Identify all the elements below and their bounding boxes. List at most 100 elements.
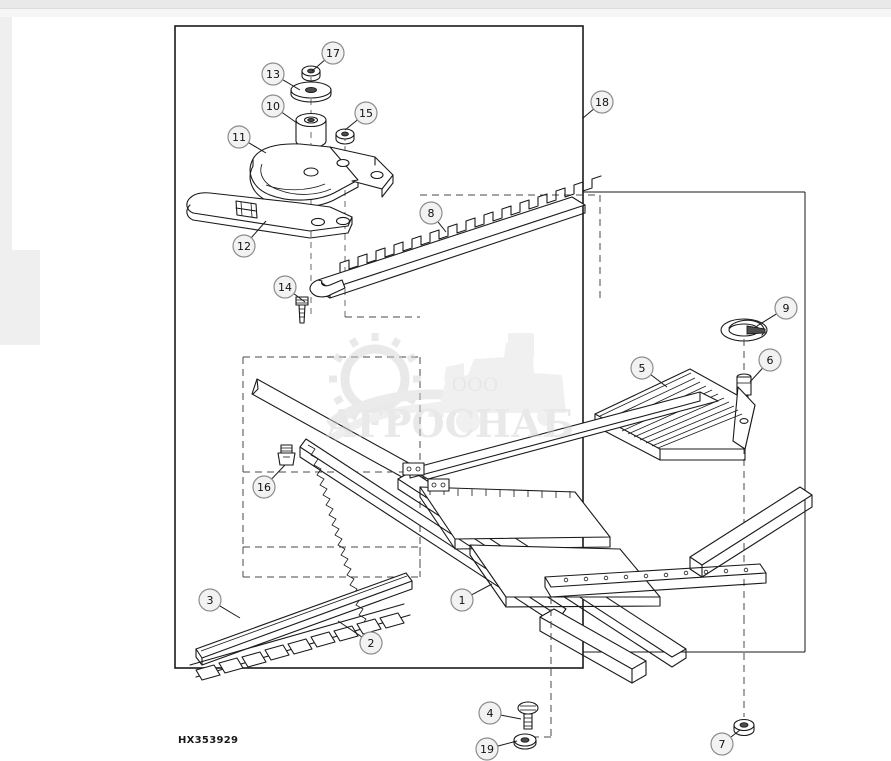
callout-4: 4 xyxy=(478,701,522,725)
window-top-band-secondary xyxy=(0,9,891,17)
part-2-knife-section-bar xyxy=(189,603,411,681)
part-4-bolt xyxy=(517,701,539,730)
left-gray-rail-lower xyxy=(0,250,40,345)
callout-number-11: 11 xyxy=(232,131,246,144)
bottom-hardware-4-19 xyxy=(513,701,539,750)
callout-2: 2 xyxy=(337,620,383,655)
callout-balloon-16 xyxy=(252,475,276,499)
callout-leader-14 xyxy=(293,293,306,303)
callout-balloon-7 xyxy=(710,732,734,756)
callout-number-18: 18 xyxy=(595,96,609,109)
exploded-parts-drawing: .ln { fill:none; stroke:#1a1a1a; stroke-… xyxy=(174,25,813,761)
callout-balloon-10 xyxy=(261,94,285,118)
callout-number-17: 17 xyxy=(326,47,340,60)
callout-number-4: 4 xyxy=(487,707,494,720)
callout-3: 3 xyxy=(198,588,241,619)
callout-balloon-3 xyxy=(198,588,222,612)
window-top-band xyxy=(0,0,891,9)
callout-leader-17 xyxy=(311,59,325,72)
callout-number-12: 12 xyxy=(237,240,251,253)
callout-number-10: 10 xyxy=(266,100,280,113)
part-9-lock-ring xyxy=(720,318,768,342)
callout-balloon-6 xyxy=(758,348,782,372)
callout-number-2: 2 xyxy=(368,637,375,650)
callout-balloon-2 xyxy=(359,631,383,655)
callout-1: 1 xyxy=(450,583,493,612)
callout-leader-6 xyxy=(749,367,763,383)
callout-16: 16 xyxy=(252,464,286,499)
callout-leader-8 xyxy=(437,221,447,233)
callout-leader-5 xyxy=(650,374,668,388)
callout-balloon-18 xyxy=(590,90,614,114)
callout-balloon-14 xyxy=(273,275,297,299)
callout-number-8: 8 xyxy=(428,207,435,220)
callout-13: 13 xyxy=(261,62,301,91)
part-11-pitman-head xyxy=(249,143,394,208)
diagram-canvas: .ln { fill:none; stroke:#1a1a1a; stroke-… xyxy=(0,17,891,761)
callout-19: 19 xyxy=(475,737,518,761)
callout-leader-9 xyxy=(756,313,777,327)
callout-balloon-12 xyxy=(232,234,256,258)
callout-leader-3 xyxy=(219,605,241,619)
part-14-bolt xyxy=(295,296,309,324)
callout-leader-10 xyxy=(281,111,298,124)
knife-sections xyxy=(195,612,405,681)
callout-number-13: 13 xyxy=(266,68,280,81)
left-gray-rail xyxy=(0,17,12,267)
callout-17: 17 xyxy=(311,41,345,72)
callout-leader-2 xyxy=(337,620,363,638)
callout-number-16: 16 xyxy=(257,481,271,494)
callout-balloon-8 xyxy=(419,201,443,225)
callout-6: 6 xyxy=(749,348,782,383)
callout-number-14: 14 xyxy=(278,281,292,294)
callout-number-5: 5 xyxy=(639,362,646,375)
callout-balloon-4 xyxy=(478,701,502,725)
callout-number-9: 9 xyxy=(783,302,790,315)
callout-leader-4 xyxy=(500,714,522,720)
callout-balloon-5 xyxy=(630,356,654,380)
part-1-cutterbar-platform xyxy=(242,356,813,738)
part-15-nut xyxy=(335,128,355,145)
callout-12: 12 xyxy=(232,220,267,258)
callout-5: 5 xyxy=(630,356,668,388)
diagram-frame-main xyxy=(174,25,584,669)
callout-14: 14 xyxy=(273,275,306,303)
callout-leader-7 xyxy=(730,729,741,738)
callout-balloon-11 xyxy=(227,125,251,149)
callout-number-19: 19 xyxy=(480,743,494,756)
callout-9: 9 xyxy=(756,296,798,327)
callout-leader-18 xyxy=(582,108,594,119)
callout-number-6: 6 xyxy=(767,354,774,367)
callout-balloon-13 xyxy=(261,62,285,86)
part-13-washer xyxy=(290,81,332,103)
part-number-label: HX353929 xyxy=(178,735,239,746)
sickle-teeth xyxy=(339,175,602,273)
callout-8: 8 xyxy=(419,201,447,233)
part-7-nut xyxy=(733,617,755,737)
knife-head-brackets xyxy=(402,462,450,492)
part-19-washer xyxy=(513,733,537,750)
callout-10: 10 xyxy=(261,94,298,124)
part-12-pitman-arm xyxy=(186,192,353,239)
part-3-backing-strip xyxy=(195,547,421,666)
callout-leader-13 xyxy=(282,79,301,91)
callout-number-7: 7 xyxy=(719,738,726,751)
part-10-bushing xyxy=(295,112,327,149)
callout-balloon-17 xyxy=(321,41,345,65)
pitman-drive-assembly xyxy=(186,65,394,324)
callout-balloon-15 xyxy=(354,101,378,125)
callout-number-1: 1 xyxy=(459,594,466,607)
perforated-rail-holes xyxy=(563,567,749,583)
callout-number-15: 15 xyxy=(359,107,373,120)
callout-11: 11 xyxy=(227,125,267,154)
callout-18: 18 xyxy=(582,90,614,119)
part-16-bolt xyxy=(277,444,296,466)
callout-number-3: 3 xyxy=(207,594,214,607)
callout-leader-19 xyxy=(497,740,518,747)
callout-balloon-19 xyxy=(475,737,499,761)
callout-leader-16 xyxy=(271,464,286,480)
left-white-gap xyxy=(12,17,40,250)
callout-leader-15 xyxy=(344,119,358,131)
